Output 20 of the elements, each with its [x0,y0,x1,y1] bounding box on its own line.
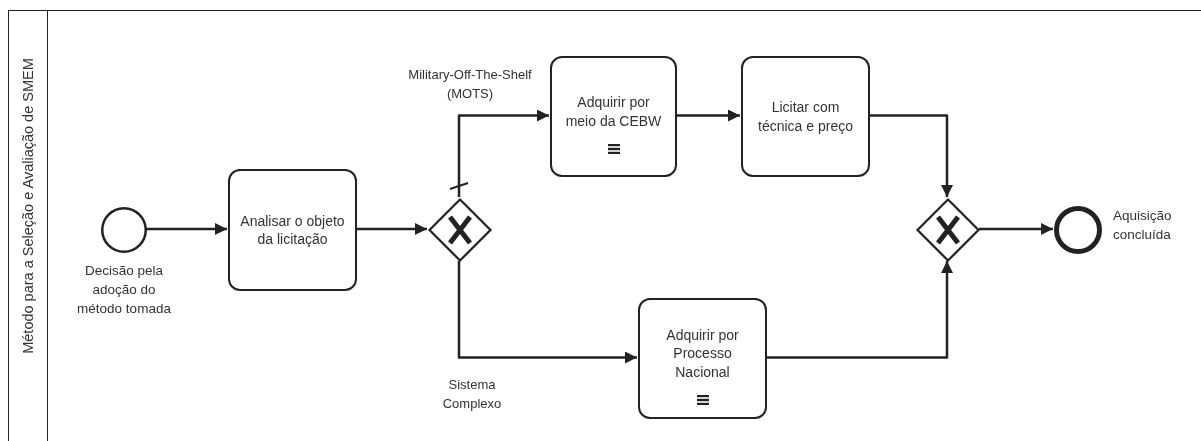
pool-lane [8,10,1201,441]
sequence-flow-arrow [146,223,227,235]
task-label: Adquirir por meio da CEBW [564,93,663,130]
event-label: Decisão pela adoção do método tomada [76,262,172,318]
sequence-flow-arrow [869,114,953,197]
sequence-flow-arrow [457,109,549,197]
task-box [550,56,677,177]
event-label: Aquisição concluída [1113,207,1173,244]
task-label: Analisar o objeto da licitação [240,211,345,249]
task-box [741,56,870,177]
sequence-flow-arrow [766,261,953,359]
task-box [638,298,767,419]
lane-title: Método para a Seleção e Avaliação de SMEM [20,58,36,354]
sequence-flow-arrow [676,109,740,122]
task-label: Adquirir por Processo Nacional [665,326,740,381]
task-box [228,169,357,291]
sequence-flow-arrow [356,223,427,235]
sequence-flow-arrow [979,223,1053,235]
sequence-flow-arrow [457,261,637,364]
task-label: Licitar com técnica e preço [757,98,854,135]
